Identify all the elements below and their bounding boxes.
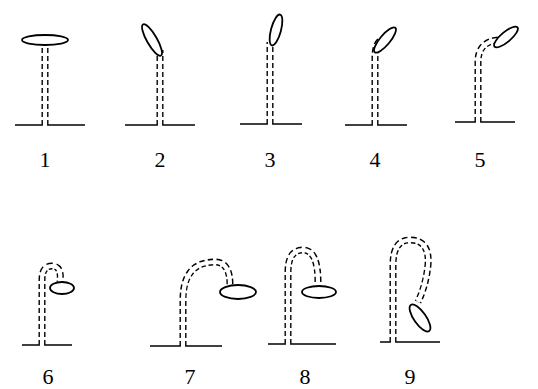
caps: [22, 13, 521, 334]
figure-number: 9: [405, 366, 416, 388]
figure-number: 3: [265, 149, 276, 171]
figure-number: 7: [185, 366, 196, 388]
figure-number: 8: [300, 366, 311, 388]
stalk-inner: [42, 40, 498, 347]
figure-number: 1: [40, 149, 51, 171]
figure-number: 2: [155, 149, 166, 171]
figure-number: 5: [475, 149, 486, 171]
figure-number: 4: [370, 149, 381, 171]
stalk-outer: [42, 40, 498, 346]
ground-lines: [15, 122, 515, 346]
figure-number: 6: [43, 366, 54, 388]
